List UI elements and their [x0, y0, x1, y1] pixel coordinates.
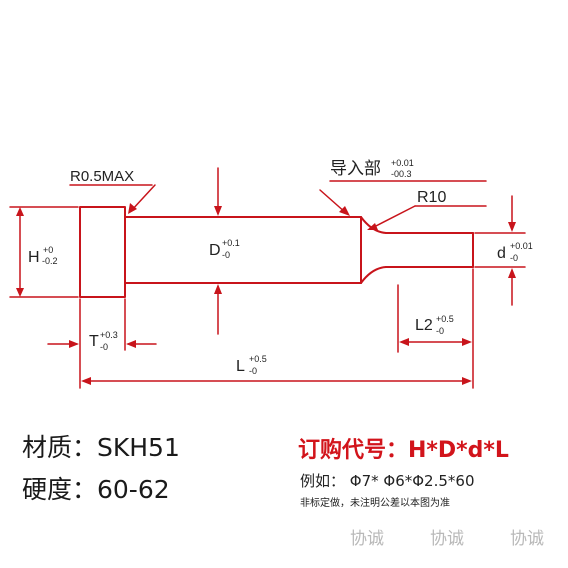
d-small-label: d: [497, 245, 506, 262]
d-small-tol-upper: +0.01: [510, 241, 533, 251]
l2-label: L2: [415, 317, 433, 334]
d-small-arrow-down: [508, 222, 516, 232]
guide-tol-lower: -00.3: [391, 169, 412, 179]
l-tol-upper: +0.5: [249, 354, 267, 364]
t-arrow-left: [126, 340, 136, 348]
transition-bottom-curve: [360, 266, 387, 284]
r-max-leader: [130, 184, 156, 212]
example-text: 例如： Φ7* Φ6*Φ2.5*60: [300, 472, 475, 490]
r10-arrow: [367, 223, 378, 230]
d-small-arrow-up: [508, 268, 516, 278]
r10-label: R10: [417, 189, 446, 206]
r-max-label: R0.5MAX: [70, 168, 134, 185]
head-outline: [79, 206, 126, 298]
guide-tol-upper: +0.01: [391, 158, 414, 168]
l2-tol-lower: -0: [436, 326, 444, 336]
watermark-text: 协诚: [510, 529, 544, 549]
l2-tol-upper: +0.5: [436, 314, 454, 324]
d-arrow-up: [214, 284, 222, 294]
guide-leader: [319, 189, 347, 214]
t-label: T: [89, 333, 99, 350]
d-big-label: D: [209, 242, 221, 259]
l2-arrow-left: [399, 338, 409, 346]
watermark-text: 协诚: [350, 529, 384, 549]
t-tol-lower: -0: [100, 342, 108, 352]
h-arrow-bottom: [16, 288, 24, 297]
material-text: 材质：SKH51: [22, 433, 180, 462]
r10-leader: [371, 205, 416, 229]
t-tol-upper: +0.3: [100, 330, 118, 340]
h-arrow-top: [16, 207, 24, 216]
l-arrow-right: [462, 377, 472, 385]
d-big-tol-lower: -0: [222, 250, 230, 260]
t-arrow-right: [69, 340, 79, 348]
d-big-tol-upper: +0.1: [222, 238, 240, 248]
d-small-tol-lower: -0: [510, 253, 518, 263]
h-tol-lower: -0.2: [42, 256, 58, 266]
watermark-text: 协诚: [430, 529, 464, 549]
d-arrow-down: [214, 206, 222, 216]
order-code-text: 订购代号：H*D*d*L: [298, 438, 509, 463]
r-max-arrow: [128, 203, 137, 214]
l-label: L: [236, 358, 245, 375]
note-text: 非标定做，未注明公差以本图为准: [300, 498, 450, 509]
l2-arrow-right: [462, 338, 472, 346]
hardness-text: 硬度：60-62: [22, 475, 170, 504]
guide-label: 导入部: [330, 159, 381, 178]
h-label: H: [28, 249, 40, 266]
guide-arrow: [339, 206, 350, 216]
h-tol-upper: +0: [43, 245, 53, 255]
l-tol-lower: -0: [249, 366, 257, 376]
l-arrow-left: [81, 377, 91, 385]
